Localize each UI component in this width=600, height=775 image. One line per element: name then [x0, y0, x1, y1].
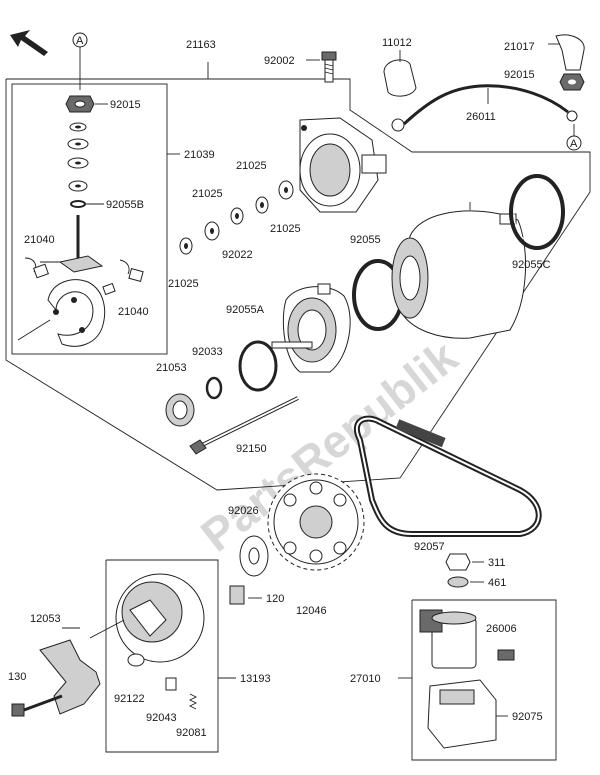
relay	[419, 609, 477, 669]
oring-92055a	[238, 340, 278, 392]
sprocket-12046	[267, 473, 365, 571]
label-21053: 21053	[156, 362, 187, 374]
brush-terminal	[40, 215, 104, 273]
spring-92081	[188, 693, 198, 710]
clutch-box	[105, 559, 236, 753]
label-21040-left: 21040	[24, 234, 55, 246]
label-92055: 92055	[350, 234, 381, 246]
label-92043: 92043	[146, 712, 177, 724]
label-130: 130	[8, 671, 26, 683]
label-21025-right: 21025	[270, 223, 301, 235]
belt-92057	[353, 415, 542, 537]
label-92015-left: 92015	[110, 99, 141, 111]
label-21025-top: 21025	[236, 160, 267, 172]
svg-text:A: A	[570, 138, 578, 150]
nut-92015-right	[559, 73, 585, 91]
washer-92026	[239, 535, 269, 577]
label-21017: 21017	[504, 41, 535, 53]
relay-cover-92075	[427, 679, 508, 749]
label-311: 311	[488, 557, 506, 569]
cap-92043	[165, 677, 177, 691]
starter-clutch	[89, 573, 205, 663]
label-92055c: 92055C	[512, 259, 551, 271]
label-11012: 11012	[382, 37, 412, 49]
washer-461	[447, 576, 469, 588]
label-12046: 12046	[296, 605, 327, 617]
callout-a-top: A	[72, 32, 88, 90]
label-27010: 27010	[350, 673, 381, 685]
label-13193: 13193	[240, 673, 271, 685]
label-92015-right: 92015	[504, 69, 535, 81]
bolt-92002	[321, 51, 337, 83]
label-21163: 21163	[186, 39, 216, 51]
label-92122: 92122	[114, 693, 145, 705]
cable-26011	[391, 84, 578, 132]
relay-box	[398, 599, 557, 761]
label-120: 120	[266, 593, 284, 605]
label-92081: 92081	[176, 727, 207, 739]
brush-left	[24, 257, 49, 279]
label-92055a: 92055A	[226, 304, 265, 316]
brush-plate-box	[11, 83, 168, 355]
washer-set	[179, 180, 294, 255]
main-outline-top	[6, 62, 209, 80]
label-92055b: 92055B	[106, 199, 144, 211]
motor-body	[391, 202, 526, 339]
label-12053: 12053	[30, 613, 61, 625]
oring-92055c	[509, 174, 565, 250]
label-461: 461	[488, 577, 506, 589]
label-92022: 92022	[222, 249, 253, 261]
label-26011: 26011	[466, 111, 496, 123]
label-21039: 21039	[184, 149, 215, 161]
nut-311	[445, 553, 471, 571]
bracket-12053	[39, 627, 101, 715]
direction-arrow-icon	[10, 30, 48, 56]
label-92150: 92150	[236, 443, 267, 455]
callout-a-right: A	[566, 124, 582, 151]
end-bracket	[271, 283, 351, 373]
label-26006: 26006	[486, 623, 517, 635]
label-21025-bottom: 21025	[168, 278, 199, 290]
svg-text:A: A	[76, 35, 84, 47]
circlip-92033	[205, 376, 223, 400]
brush-plate	[17, 279, 106, 347]
washers-stack	[67, 122, 89, 208]
label-21040-right: 21040	[118, 306, 149, 318]
nut-92015	[65, 95, 95, 113]
label-21025-mid: 21025	[192, 188, 223, 200]
label-92057: 92057	[414, 541, 445, 553]
gear-21053	[165, 393, 195, 427]
label-92033: 92033	[192, 346, 223, 358]
gear-120	[229, 585, 245, 605]
cap-11012	[383, 50, 417, 97]
starter-front-cover	[299, 117, 387, 213]
label-92002: 92002	[264, 55, 295, 67]
fuse-26006	[497, 649, 515, 661]
label-92026: 92026	[228, 505, 259, 517]
bolt-92150	[189, 396, 299, 455]
roller-92122	[127, 653, 145, 667]
main-outline	[5, 78, 591, 491]
label-92075: 92075	[512, 711, 543, 723]
boot-21017	[548, 34, 585, 71]
bolt-130	[11, 694, 63, 717]
brush-right	[102, 259, 144, 296]
